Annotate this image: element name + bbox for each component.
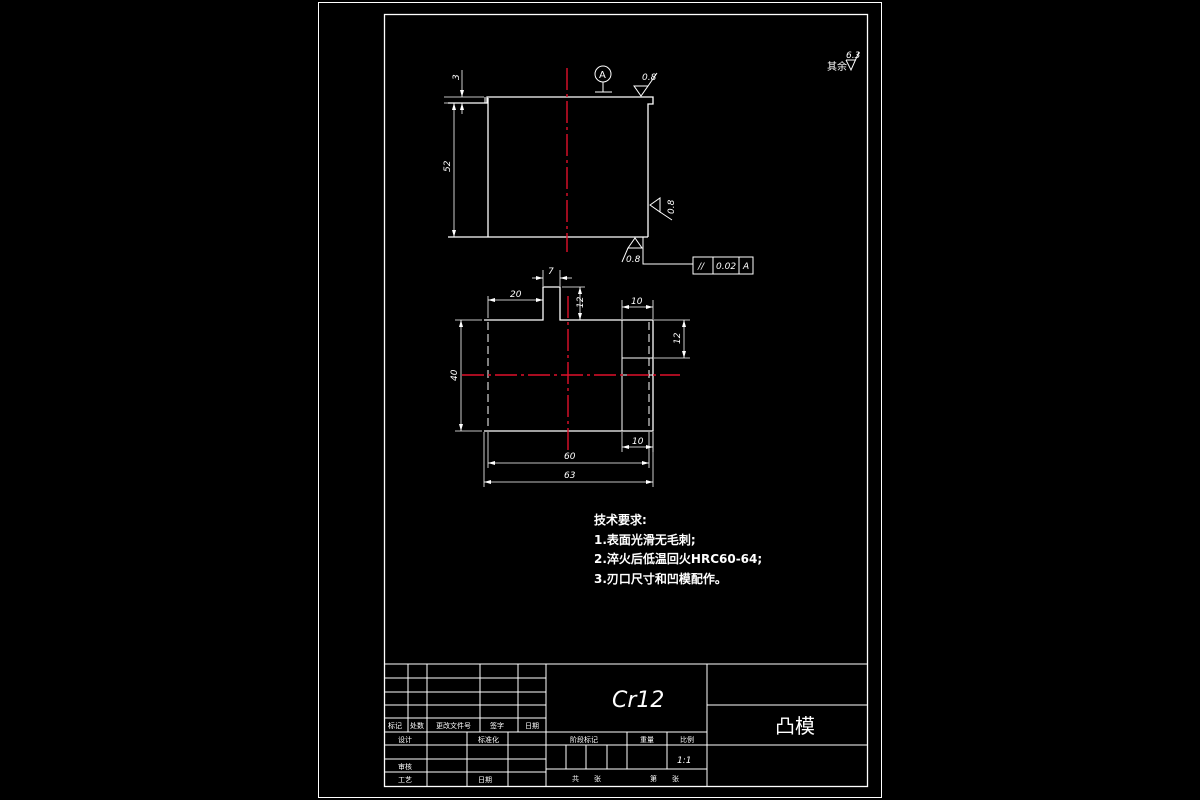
datum-label: A	[599, 70, 606, 81]
dim-tab-height: 12	[576, 296, 586, 308]
tech-requirements: 技术要求: 1.表面光滑无毛刺; 2.淬火后低温回火HRC60-64; 3.刃口…	[594, 512, 762, 586]
inner-border	[383, 13, 869, 788]
tb-label-change-doc: 更改文件号	[436, 721, 471, 730]
tb-label-process: 工艺	[398, 776, 412, 784]
tolerance-value: 0.02	[716, 262, 736, 272]
top-view: 7 12 20 10 12 40	[450, 267, 690, 487]
dim-top-step: 3	[452, 74, 462, 80]
tolerance-frame	[692, 256, 754, 275]
dim-tab-width: 7	[548, 267, 554, 277]
dim-width: 40	[450, 369, 460, 381]
outer-border	[318, 2, 882, 798]
dim-height: 52	[443, 160, 453, 172]
roughness-symbol-icon	[633, 72, 658, 97]
front-view: 3 52 A 0.8 0.8 0.8 // 0.02 A	[443, 65, 754, 275]
tb-label-page: 第	[650, 774, 657, 783]
roughness-value-bottom: 0.8	[626, 255, 641, 265]
roughness-symbol-icon	[649, 197, 673, 221]
dim-slot-width-top: 10	[631, 297, 643, 307]
dim-tab-offset: 20	[510, 290, 522, 300]
tb-label-total: 共	[572, 774, 579, 783]
tb-label-count: 处数	[410, 721, 424, 730]
tb-label-sheet-unit: 张	[594, 774, 601, 783]
tb-label-sheet-unit2: 张	[672, 774, 679, 783]
roughness-note-value: 6.3	[846, 51, 861, 61]
roughness-symbol-icon	[845, 51, 860, 72]
roughness-symbol-icon	[621, 237, 643, 263]
tech-requirement-item: 3.刃口尺寸和凹模配作。	[594, 571, 727, 586]
tech-requirement-item: 1.表面光滑无毛刺;	[594, 532, 696, 547]
tb-label-stage-mark: 阶段标记	[570, 735, 598, 744]
roughness-value-top: 0.8	[642, 73, 657, 83]
roughness-value-right: 0.8	[667, 199, 677, 214]
tb-label-standardize: 标准化	[478, 735, 499, 744]
tb-scale: 1:1	[677, 756, 691, 766]
tech-requirements-title: 技术要求:	[594, 512, 647, 527]
tolerance-symbol: //	[697, 262, 705, 272]
tb-label-date: 日期	[525, 722, 539, 730]
tb-label-review: 审核	[398, 762, 412, 771]
tb-label-ratio: 比例	[680, 735, 694, 744]
tb-label-date2: 日期	[478, 776, 492, 784]
tolerance-datum: A	[742, 262, 749, 272]
dim-slot-width-bottom: 10	[632, 437, 644, 447]
tb-material: Cr12	[612, 688, 664, 713]
tb-part-name: 凸模	[775, 714, 815, 738]
dim-outer-length: 63	[564, 471, 576, 481]
tb-label-weight: 重量	[640, 736, 654, 744]
tech-requirement-item: 2.淬火后低温回火HRC60-64;	[594, 551, 762, 566]
roughness-note-label: 其余	[827, 60, 847, 73]
title-block: 标记 处数 更改文件号 签字 日期 设计 标准化 审核 工艺 日期 阶段标记 重…	[385, 663, 867, 786]
roughness-note: 其余 6.3	[827, 51, 861, 73]
dim-slot-height: 12	[673, 332, 683, 344]
tb-label-design: 设计	[398, 735, 412, 744]
tb-label-mark: 标记	[388, 721, 402, 730]
tb-label-sign: 签字	[490, 721, 504, 730]
dim-inner-length: 60	[564, 452, 576, 462]
